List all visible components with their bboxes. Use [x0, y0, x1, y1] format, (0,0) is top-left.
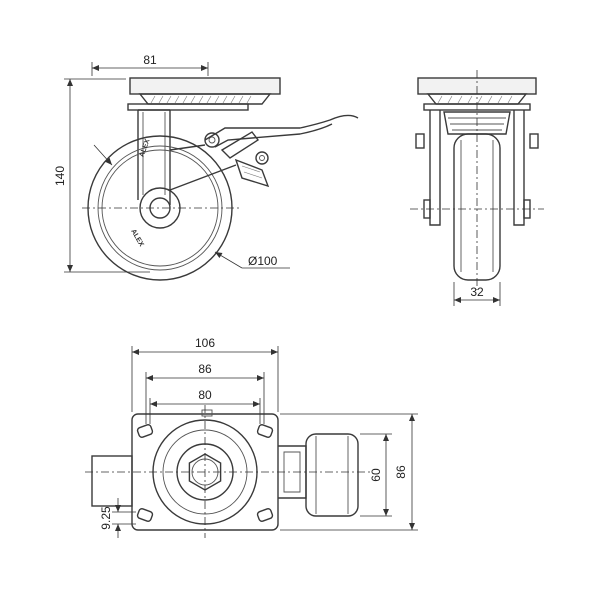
top-view — [85, 405, 370, 538]
dim-label-9-25: 9.25 — [99, 506, 113, 530]
dim-label-32: 32 — [470, 285, 484, 299]
front-view-dimensions: 32 — [453, 282, 501, 306]
dim-label-140: 140 — [53, 166, 67, 186]
front-brake — [443, 111, 511, 135]
brake-lever — [169, 114, 359, 191]
fork — [137, 109, 171, 205]
dim-label-81: 81 — [143, 53, 157, 67]
top-view-dimensions: 106 86 80 9.25 60 86 — [99, 336, 418, 538]
wheel-logo: ALEX — [129, 228, 145, 248]
top-wheel — [305, 433, 359, 517]
top-rivet — [201, 409, 213, 417]
dim-label-60: 60 — [369, 468, 383, 482]
dim-label-106: 106 — [195, 336, 215, 350]
fork-inner — [142, 112, 166, 195]
swivel-base — [127, 103, 249, 111]
front-view — [410, 70, 544, 290]
mounting-holes — [136, 424, 274, 522]
swivel-race — [138, 93, 272, 105]
top-brake-pedal — [91, 455, 133, 507]
front-fork-left — [429, 110, 441, 226]
brake-bolt-right — [529, 133, 539, 149]
dim-label-dia: Ø100 — [248, 254, 278, 268]
side-view-dimensions: 81 140 Ø100 — [53, 53, 290, 273]
bearing-hatch — [150, 95, 252, 104]
side-view: ALEX ALEX — [87, 77, 359, 281]
fork-logo: ALEX — [139, 138, 152, 158]
front-fork-right — [513, 110, 525, 226]
dim-label-80: 80 — [198, 388, 212, 402]
top-plate — [129, 77, 281, 95]
dim-label-86-right: 86 — [394, 465, 408, 479]
brake-bolt-left — [415, 133, 425, 149]
dim-label-86: 86 — [198, 362, 212, 376]
